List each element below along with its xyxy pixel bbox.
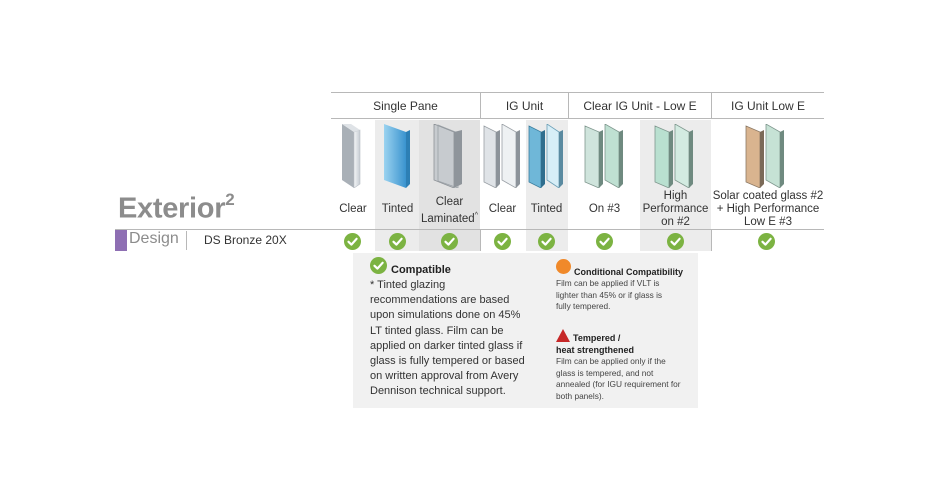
group-divider — [711, 92, 712, 119]
design-accent-bar — [115, 230, 127, 251]
legend-panel — [353, 253, 698, 408]
compatible-check-icon — [370, 257, 387, 274]
column-label-clear-laminated-line1: Clear — [435, 196, 464, 208]
single-clear-glass-icon — [342, 124, 361, 188]
check-icon — [758, 233, 775, 250]
conditional-circle-icon — [556, 259, 571, 274]
tempered-triangle-icon — [556, 329, 570, 342]
low-e-on-2-glass-icon — [654, 124, 693, 188]
group-divider — [480, 92, 481, 119]
row-divider — [711, 229, 712, 251]
legend-tempered-title-1: Tempered / — [573, 333, 621, 343]
group-header-clear-ig-low-e: Clear IG Unit - Low E — [569, 92, 711, 119]
legend-compatible-text: * Tinted glazing recommendations are bas… — [370, 279, 525, 398]
check-icon — [389, 233, 406, 250]
group-divider — [568, 92, 569, 119]
check-icon — [344, 233, 361, 250]
group-header-ig-unit-low-e: IG Unit Low E — [712, 92, 824, 119]
column-label-tinted: Tinted — [381, 203, 414, 215]
single-tinted-glass-icon — [384, 124, 410, 188]
page-title: Exterior2 — [118, 190, 235, 225]
design-divider — [186, 231, 187, 250]
solar-coated-glass-icon — [745, 124, 784, 188]
column-label-solar-coated: Solar coated glass #2 + High Performance… — [712, 190, 824, 228]
ig-clear-glass-icon — [483, 124, 520, 188]
design-label: Design — [129, 230, 179, 247]
single-laminated-glass-icon — [433, 124, 462, 188]
legend-conditional-text: Film can be applied if VLT is lighter th… — [556, 278, 663, 311]
legend-compatible-title: Compatible — [391, 264, 451, 276]
check-icon — [538, 233, 555, 250]
legend-conditional-title: Conditional Compatibility — [574, 267, 683, 277]
check-icon — [667, 233, 684, 250]
low-e-on-3-glass-icon — [584, 124, 623, 188]
legend-tempered-text: Film can be applied only if the glass is… — [556, 356, 681, 401]
column-label-clear-laminated: Clear Laminated^ — [419, 196, 480, 226]
check-icon — [441, 233, 458, 250]
column-label-high-performance: High Performance on #2 — [642, 190, 709, 228]
column-label-clear-laminated-line2: Laminated — [420, 212, 475, 225]
product-name: DS Bronze 20X — [204, 233, 287, 247]
row-divider — [480, 229, 481, 251]
column-label-ig-tinted: Tinted — [530, 203, 563, 215]
check-icon — [596, 233, 613, 250]
column-label-ig-clear: Clear — [488, 203, 517, 215]
check-icon — [494, 233, 511, 250]
column-label-clear: Clear — [339, 203, 367, 215]
legend-tempered-title-2: heat strengthened — [556, 345, 635, 355]
group-header-single-pane: Single Pane — [331, 92, 480, 119]
ig-tinted-glass-icon — [528, 124, 563, 188]
footnote-marker: ^ — [474, 212, 478, 219]
group-header-ig-unit: IG Unit — [481, 92, 568, 119]
row-top-line — [115, 229, 824, 230]
column-label-on-3: On #3 — [588, 203, 621, 215]
